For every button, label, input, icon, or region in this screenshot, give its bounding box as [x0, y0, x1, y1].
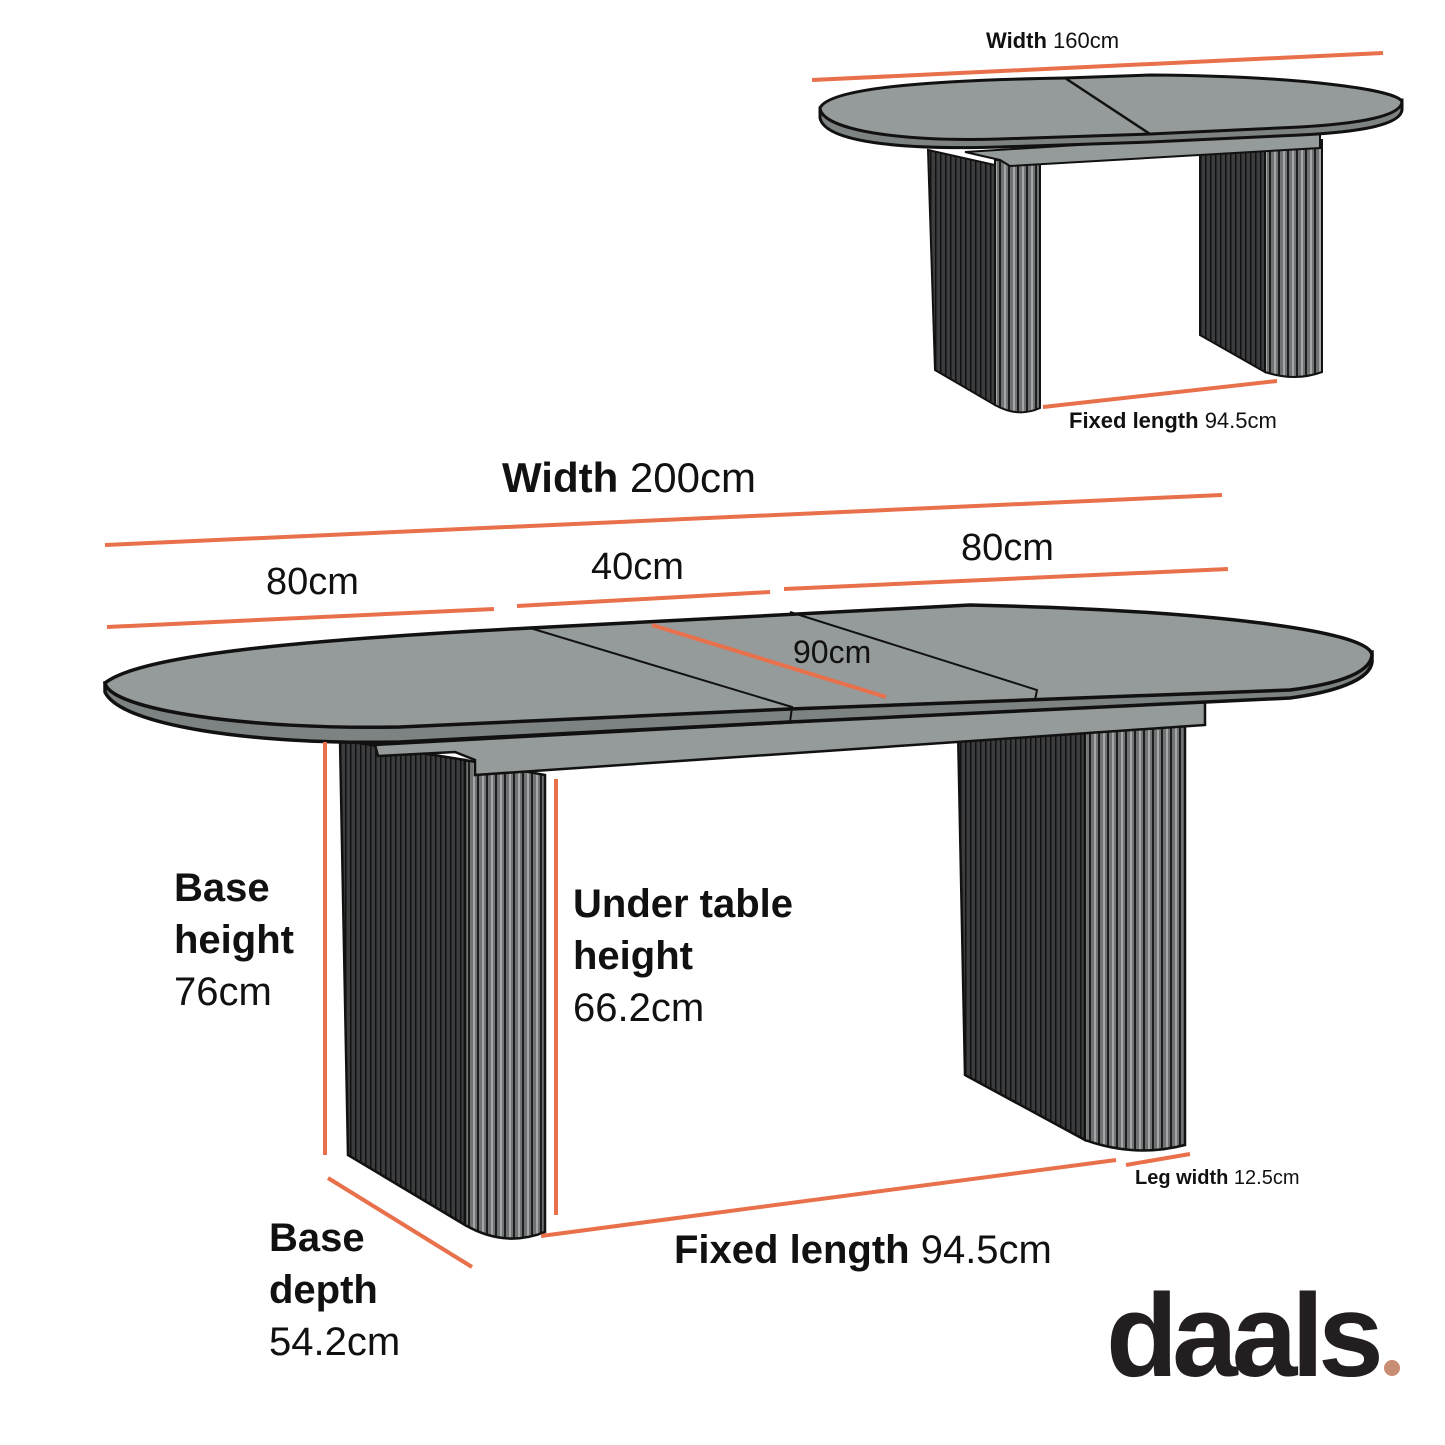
large-table [103, 603, 1374, 1240]
segment-left-label: 80cm [266, 561, 359, 603]
small-right-leg [1199, 139, 1323, 378]
small-leaf-seam [1064, 76, 1151, 136]
depth-90-line [651, 623, 887, 699]
segment-middle-label: 40cm [591, 546, 684, 588]
logo-dot [1383, 1360, 1400, 1376]
leg-width-label: Leg width 12.5cm [1135, 1167, 1300, 1189]
dimension-lines [104, 51, 1384, 1269]
width-label: Width 200cm [502, 454, 756, 501]
width-200-line [104, 493, 1223, 547]
small-table [818, 73, 1404, 414]
leaf-seam-left [529, 627, 794, 723]
base-depth-line [326, 1176, 474, 1269]
small-width-line [811, 51, 1384, 82]
daals-logo: daals [1106, 1268, 1400, 1404]
segment-right-label: 80cm [961, 527, 1054, 569]
segment-80-left-line [106, 607, 495, 629]
small-fixed-length-line [1042, 379, 1278, 409]
fixed-length-line [540, 1158, 1117, 1238]
small-width-label: Width 160cm [986, 28, 1120, 53]
right-leg [956, 716, 1187, 1152]
leg-width-line [1125, 1152, 1191, 1167]
leaf-seam-right [789, 611, 1039, 701]
apron [373, 698, 1207, 777]
segment-80-right-line [783, 567, 1229, 591]
small-fixed-length-label: Fixed length 94.5cm [1069, 408, 1277, 433]
depth-label: 90cm [793, 634, 872, 670]
fixed-length-label: Fixed length 94.5cm [674, 1228, 1052, 1272]
left-leg [338, 738, 547, 1240]
tabletop [103, 603, 1374, 730]
segment-40-line [516, 590, 771, 608]
small-left-leg [926, 148, 1041, 414]
